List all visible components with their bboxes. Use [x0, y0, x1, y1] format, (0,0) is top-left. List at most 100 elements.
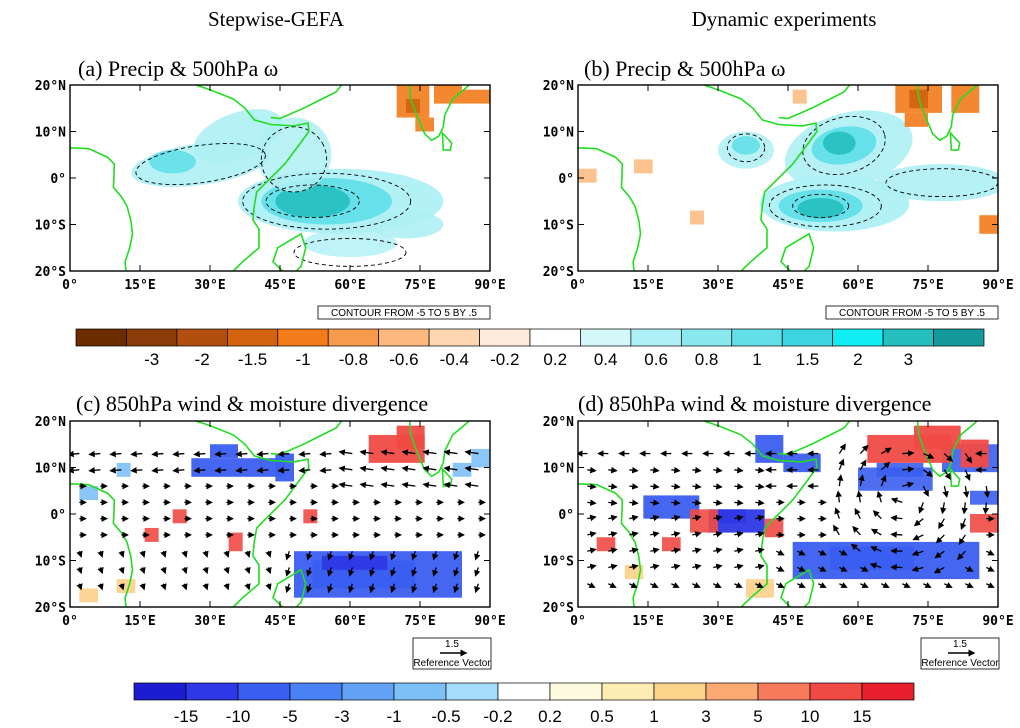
- wind-vector: [629, 563, 639, 570]
- wind-vector: [650, 499, 660, 506]
- shaded-cell: [634, 159, 653, 174]
- wind-vector: [256, 467, 269, 474]
- wind-vector: [671, 547, 681, 554]
- wind-vector: [839, 582, 848, 588]
- colorbar-label: 3: [701, 707, 710, 726]
- wind-vector: [890, 531, 903, 538]
- colorbar-label: 2: [853, 350, 862, 369]
- colorbar-box: [428, 328, 480, 347]
- wind-vector: [692, 563, 702, 570]
- colorbar-box: [529, 328, 581, 347]
- colorbar-box: [393, 682, 447, 701]
- wind-vector: [244, 566, 251, 575]
- coastline: [578, 483, 642, 607]
- omega-contour: [242, 172, 412, 230]
- y-tick-label: 10°N: [543, 462, 574, 477]
- x-tick-label: 0°: [62, 278, 78, 293]
- wind-vector: [860, 582, 869, 588]
- colorbar-label: 3: [904, 350, 913, 369]
- wind-vector: [881, 447, 892, 455]
- wind-vector: [587, 483, 597, 490]
- coastline: [578, 147, 642, 271]
- wind-vector: [755, 499, 765, 506]
- colorbar-label: -1: [295, 350, 310, 369]
- wind-vector: [76, 583, 83, 591]
- coastline: [70, 483, 134, 607]
- coastline: [441, 130, 453, 151]
- panel-b-contour-note-box: [825, 305, 999, 320]
- wind-vector: [432, 583, 439, 594]
- colorbar-label: 15: [853, 707, 872, 726]
- wind-vector: [755, 466, 765, 474]
- wind-vector: [285, 583, 292, 594]
- wind-vector: [983, 486, 991, 499]
- shaded-cell: [830, 546, 914, 570]
- wind-vector: [713, 563, 723, 570]
- x-tick-label: 45°E: [264, 278, 295, 293]
- panel-a-title: (a) Precip & 500hPa ω: [78, 56, 278, 81]
- wind-vector: [650, 563, 660, 570]
- wind-vector: [327, 550, 334, 561]
- wind-vector: [962, 486, 970, 499]
- wind-vector: [923, 582, 932, 588]
- shaded-region: [732, 136, 760, 155]
- wind-vector: [474, 583, 481, 594]
- wind-vector: [587, 514, 597, 522]
- wind-vector: [172, 450, 185, 458]
- wind-vector: [474, 550, 481, 561]
- shaded-cell: [596, 537, 616, 552]
- shaded-cell: [210, 444, 238, 459]
- wind-vector: [755, 483, 765, 490]
- y-tick-label: 20°S: [35, 265, 66, 280]
- wind-vector: [922, 469, 934, 477]
- x-tick-label: 0°: [570, 614, 586, 629]
- wind-vector: [432, 567, 439, 577]
- colorbar-label: -0.2: [490, 350, 519, 369]
- wind-vector: [97, 550, 104, 558]
- x-tick-label: 15°E: [632, 614, 663, 629]
- wind-vector: [298, 450, 311, 458]
- wind-vector: [942, 485, 949, 498]
- shaded-region: [797, 197, 845, 219]
- coastline: [780, 568, 815, 607]
- shaded-cell: [144, 527, 159, 542]
- wind-vector: [880, 474, 887, 487]
- y-tick-label: 0°: [50, 508, 66, 523]
- column-title-left: Stepwise-GEFA: [208, 7, 345, 31]
- wind-vector: [608, 514, 618, 522]
- coastline: [272, 568, 307, 607]
- colorbar-label: -2: [195, 350, 210, 369]
- coastline: [441, 466, 453, 487]
- wind-vector: [870, 546, 882, 553]
- wind-vector: [692, 547, 702, 554]
- wind-vector: [986, 582, 995, 588]
- wind-vector: [139, 550, 146, 558]
- colorbar-box: [861, 682, 915, 701]
- wind-vector: [587, 582, 596, 588]
- colorbar-label: -3: [334, 707, 349, 726]
- y-tick-label: 0°: [558, 172, 574, 187]
- panel-b-overlay: [578, 85, 998, 271]
- wind-vector: [608, 499, 618, 506]
- wind-vector: [390, 550, 397, 561]
- wind-vector: [860, 565, 869, 572]
- wind-vector: [734, 563, 744, 570]
- wind-vector: [964, 469, 971, 481]
- wind-vector: [650, 466, 660, 474]
- wind-vector: [118, 550, 125, 558]
- wind-vector: [881, 582, 890, 588]
- wind-vector: [88, 450, 101, 458]
- wind-vector: [755, 563, 765, 570]
- wind-vector: [835, 490, 842, 503]
- wind-vector: [401, 449, 416, 456]
- wind-vector: [876, 490, 883, 503]
- y-tick-label: 20°S: [543, 601, 574, 616]
- panel-c: (c) 850hPa wind & moisture divergence 0°…: [35, 391, 506, 670]
- wind-vector: [265, 583, 272, 591]
- wind-vector: [839, 565, 848, 572]
